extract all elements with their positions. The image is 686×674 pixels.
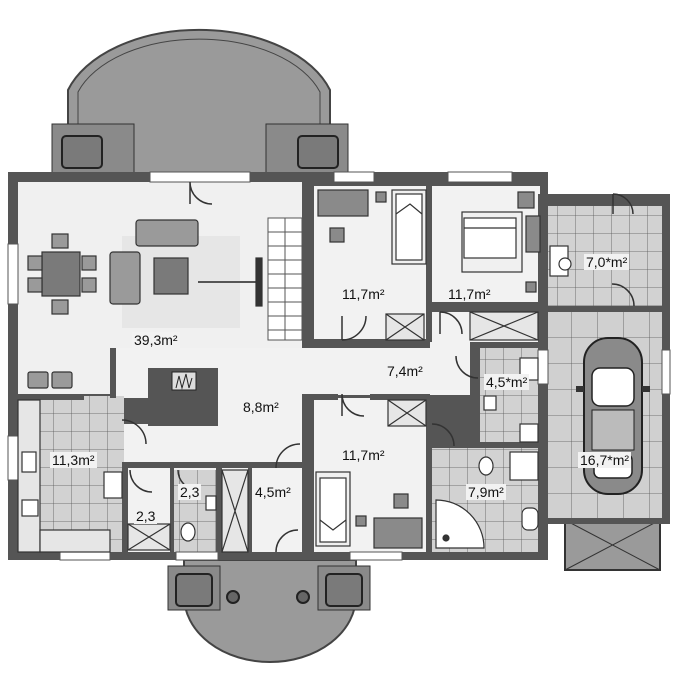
- area-label-utility: 7,0*m²: [584, 254, 630, 270]
- column-icon: [226, 590, 240, 604]
- column-icon: [296, 590, 310, 604]
- bedroom-3-furniture: [315, 399, 427, 549]
- area-label-bedroom-3: 11,7m²: [340, 447, 387, 463]
- garage-window: [661, 349, 671, 395]
- area-label-bath-small: 4,5*m²: [484, 374, 530, 390]
- bedroom-1-furniture: [317, 189, 427, 341]
- car-icon: [576, 337, 650, 495]
- area-label-wc: 2,3: [134, 508, 158, 524]
- area-label-closet: 2,3: [178, 484, 202, 500]
- top-terrace: [51, 28, 349, 177]
- stairs: [267, 217, 303, 341]
- wc-fixtures: [127, 469, 249, 553]
- area-label-wardrobe: 4,5m²: [253, 484, 293, 500]
- area-label-living: 39,3m²: [132, 332, 180, 348]
- area-label-hall: 7,4m²: [385, 363, 425, 379]
- bottom-terrace: [167, 559, 371, 663]
- area-label-bathroom: 7,9m²: [466, 484, 506, 500]
- area-label-bedroom-1: 11,7m²: [340, 286, 387, 302]
- utility-fixtures: [549, 245, 572, 277]
- fire-icon: [175, 373, 193, 390]
- area-label-entry: 8,8m²: [241, 399, 281, 415]
- bathroom-fixtures: [435, 357, 539, 549]
- door-swings: [121, 181, 635, 553]
- kitchen-fixtures: [17, 399, 123, 553]
- bedroom-2-furniture: [461, 191, 541, 341]
- area-label-garage: 16,7*m²: [578, 452, 632, 468]
- area-label-kitchen: 11,3m²: [50, 452, 97, 468]
- living-furniture: [27, 219, 263, 389]
- area-label-bedroom-2: 11,7m²: [446, 286, 493, 302]
